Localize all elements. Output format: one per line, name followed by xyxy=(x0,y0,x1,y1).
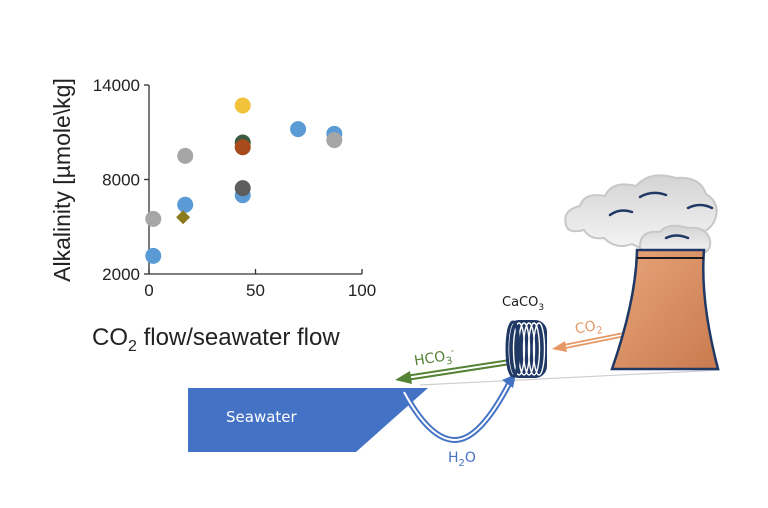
coil-loop xyxy=(532,322,546,376)
co2-label: CO2 xyxy=(574,317,604,340)
data-point xyxy=(177,147,194,164)
co2-arrow xyxy=(552,332,623,352)
x-tick-label: 50 xyxy=(246,281,265,300)
alkalinity-scatter-chart: 2000 8000 14000 0 50 100 Alkalinity [µmole\k… xyxy=(49,76,376,355)
x-ticks: 0 50 100 xyxy=(144,269,376,300)
x-tick-label: 0 xyxy=(144,281,153,300)
y-tick-label: 14000 xyxy=(93,76,140,95)
caco3-label: CaCO3 xyxy=(502,295,544,313)
h2o-arrow xyxy=(401,374,516,444)
y-tick-label: 8000 xyxy=(102,171,140,190)
data-points xyxy=(145,97,343,264)
x-axis-label-rest: flow/seawater flow xyxy=(137,324,340,351)
hco3-label: HCO3- xyxy=(413,346,457,372)
coil-loop xyxy=(527,322,541,376)
x-axis-label: CO2 flow/seawater flow xyxy=(92,324,340,355)
x-tick-label: 100 xyxy=(348,281,376,300)
x-axis-label-main: CO xyxy=(92,324,128,351)
y-axis-label: Alkalinity [µmole\kg] xyxy=(49,78,75,282)
process-diagram: Seawater H2O HCO3- CaCO3 xyxy=(188,174,721,469)
y-tick-label: 2000 xyxy=(102,265,140,284)
data-point xyxy=(177,196,194,213)
ground-line xyxy=(419,369,721,386)
coil-loop xyxy=(522,322,536,376)
coil-loop xyxy=(512,322,526,376)
data-point xyxy=(176,210,191,225)
cooling-tower xyxy=(610,248,720,371)
data-point xyxy=(234,180,251,197)
data-point xyxy=(234,139,251,156)
coil-front-ring xyxy=(505,320,521,378)
seawater-body xyxy=(188,388,428,452)
h2o-label: H2O xyxy=(448,450,476,469)
smoke-cloud xyxy=(564,174,718,255)
data-point xyxy=(326,132,343,149)
seawater-label: Seawater xyxy=(226,408,298,426)
data-point xyxy=(234,97,251,114)
data-point xyxy=(290,121,307,138)
x-axis-label-subscript: 2 xyxy=(128,338,137,355)
y-ticks: 2000 8000 14000 xyxy=(93,76,149,284)
hco3-arrow xyxy=(395,359,511,384)
caco3-reactor-coil xyxy=(505,320,547,378)
data-point xyxy=(145,247,162,264)
data-point xyxy=(145,210,162,227)
